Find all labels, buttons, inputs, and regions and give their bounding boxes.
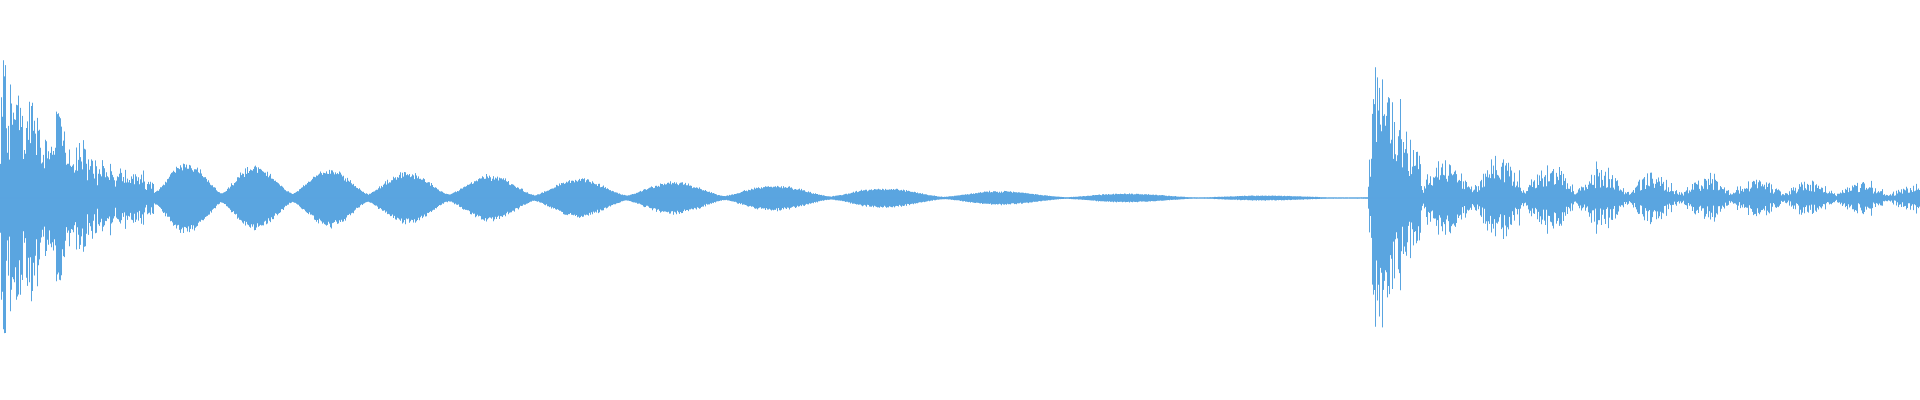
waveform-trace <box>0 60 1920 334</box>
